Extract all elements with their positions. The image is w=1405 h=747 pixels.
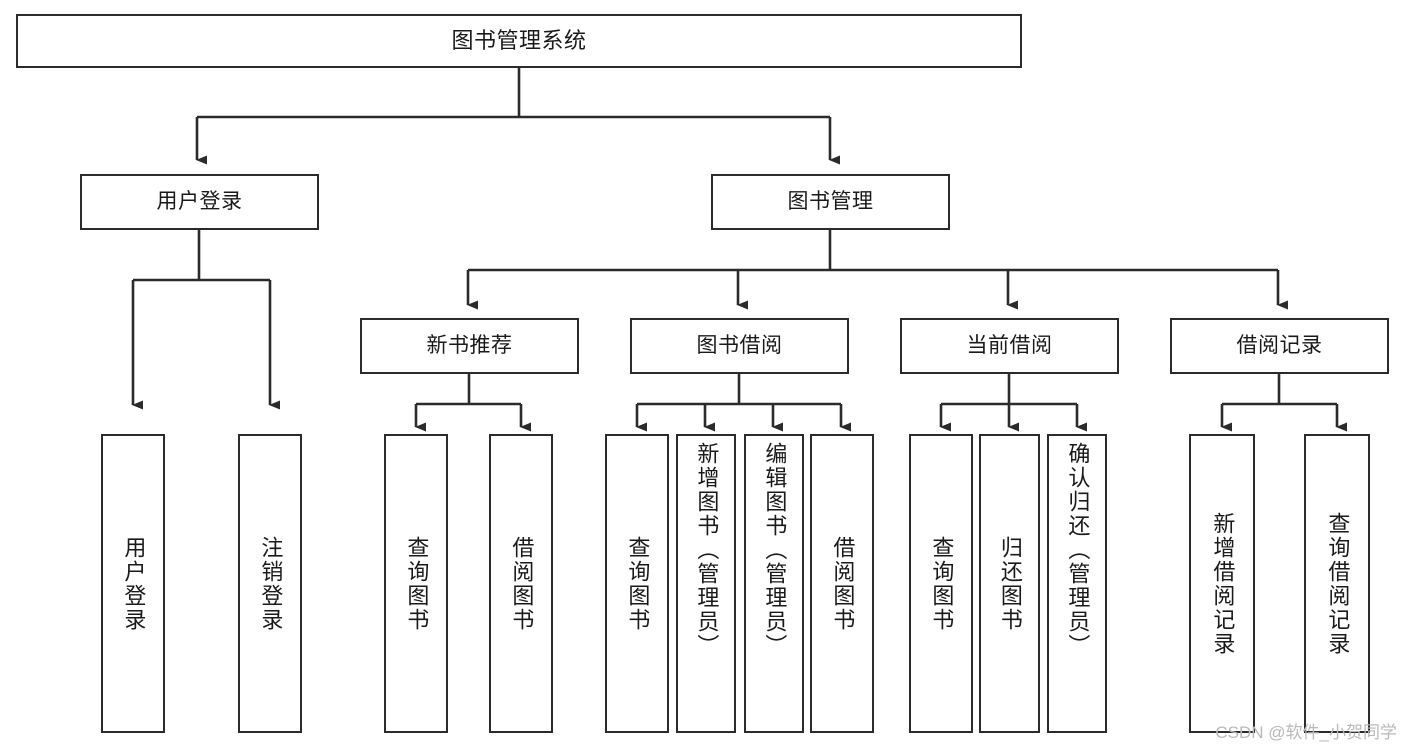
node-leaf-edit-book[interactable]: 编辑图书（管理员）	[744, 434, 804, 733]
node-user-login[interactable]: 用户登录	[80, 174, 319, 230]
node-leaf-logout-label: 注销登录	[258, 535, 284, 632]
node-leaf-query-book-2[interactable]: 查询图书	[605, 434, 669, 733]
node-leaf-query-book-3-label: 查询图书	[929, 535, 955, 632]
node-leaf-add-record-label: 新增借阅记录	[1210, 511, 1236, 656]
node-leaf-query-record[interactable]: 查询借阅记录	[1304, 434, 1370, 733]
node-leaf-add-book[interactable]: 新增图书（管理员）	[676, 434, 736, 733]
node-root-label: 图书管理系统	[451, 27, 587, 53]
node-leaf-borrow-book-2-label: 借阅图书	[830, 535, 856, 632]
node-leaf-query-record-label: 查询借阅记录	[1325, 511, 1351, 656]
node-leaf-return-book-label: 归还图书	[997, 535, 1023, 632]
node-current-borrow-label: 当前借阅	[966, 334, 1053, 358]
node-leaf-query-book-3[interactable]: 查询图书	[909, 434, 973, 733]
node-book-borrow-label: 图书借阅	[696, 334, 783, 358]
node-book-borrow[interactable]: 图书借阅	[630, 318, 849, 374]
node-borrow-record-label: 借阅记录	[1236, 334, 1323, 358]
node-current-borrow[interactable]: 当前借阅	[900, 318, 1119, 374]
node-leaf-borrow-book-1[interactable]: 借阅图书	[489, 434, 553, 733]
watermark-text: CSDN @软件_小贺同学	[1215, 723, 1397, 742]
node-user-login-label: 用户登录	[156, 190, 243, 214]
node-borrow-record[interactable]: 借阅记录	[1170, 318, 1389, 374]
node-leaf-user-login[interactable]: 用户登录	[101, 434, 165, 733]
node-book-manage-label: 图书管理	[787, 190, 874, 214]
node-leaf-add-record[interactable]: 新增借阅记录	[1189, 434, 1255, 733]
node-leaf-query-book-2-label: 查询图书	[625, 535, 651, 632]
node-new-book-recommend-label: 新书推荐	[426, 334, 513, 358]
node-leaf-logout[interactable]: 注销登录	[238, 434, 302, 733]
node-leaf-add-book-label: 新增图书（管理员）	[694, 442, 720, 658]
node-leaf-borrow-book-1-label: 借阅图书	[509, 535, 535, 632]
node-leaf-user-login-label: 用户登录	[121, 535, 147, 632]
node-book-manage[interactable]: 图书管理	[711, 174, 950, 230]
node-leaf-return-book[interactable]: 归还图书	[979, 434, 1040, 733]
node-leaf-query-book-1-label: 查询图书	[404, 535, 430, 632]
node-leaf-edit-book-label: 编辑图书（管理员）	[762, 442, 788, 658]
node-leaf-query-book-1[interactable]: 查询图书	[384, 434, 448, 733]
node-leaf-borrow-book-2[interactable]: 借阅图书	[810, 434, 874, 733]
node-leaf-confirm-return-label: 确认归还（管理员）	[1065, 442, 1091, 658]
node-leaf-confirm-return[interactable]: 确认归还（管理员）	[1047, 434, 1107, 733]
node-root[interactable]: 图书管理系统	[16, 14, 1022, 68]
node-new-book-recommend[interactable]: 新书推荐	[360, 318, 579, 374]
